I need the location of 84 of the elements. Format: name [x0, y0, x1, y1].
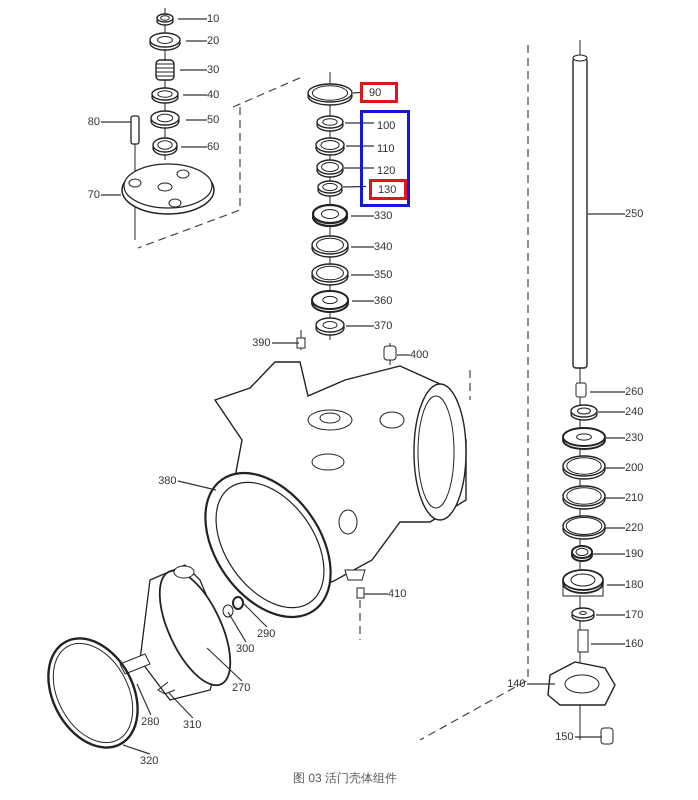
leader-line — [352, 92, 360, 94]
leader-line — [345, 122, 374, 124]
leader-line — [605, 467, 625, 469]
callout-number: 120 — [377, 164, 397, 178]
leader-line — [527, 683, 555, 685]
leader-line — [242, 602, 268, 628]
callout-number: 350 — [374, 268, 394, 282]
leader-line — [588, 213, 625, 215]
leader-line — [168, 692, 194, 718]
callout-number: 370 — [374, 319, 394, 333]
callout-number: 30 — [207, 63, 220, 77]
leader-line — [397, 354, 410, 356]
leader-line — [344, 167, 374, 169]
leader-line — [101, 194, 121, 196]
callout-number: 190 — [625, 547, 645, 561]
highlighted-callout-number: 90 — [360, 82, 398, 103]
callout-number: 290 — [257, 627, 277, 641]
callout-number: 260 — [625, 385, 645, 399]
leader-line — [605, 527, 625, 529]
leader-line — [181, 146, 207, 148]
leader-line — [101, 121, 131, 123]
leader-line — [596, 614, 625, 616]
callout-number: 210 — [625, 491, 645, 505]
leader-line — [183, 94, 207, 96]
highlight-frame — [360, 110, 410, 207]
leader-line — [575, 736, 602, 738]
callout-number: 110 — [377, 142, 397, 156]
leader-line — [180, 69, 207, 71]
callout-number: 20 — [207, 34, 220, 48]
leader-line — [227, 612, 246, 642]
callout-number: 200 — [625, 461, 645, 475]
leader-line — [606, 437, 625, 439]
callout-number: 380 — [158, 474, 178, 488]
callout-number: 230 — [625, 431, 645, 445]
callout-number: 390 — [252, 336, 272, 350]
callout-number: 170 — [625, 608, 645, 622]
callout-number: 400 — [410, 348, 430, 362]
leader-line — [346, 325, 374, 327]
leader-line — [364, 593, 388, 595]
leader-line — [206, 648, 242, 682]
callout-number: 330 — [374, 209, 394, 223]
leader-line — [178, 480, 216, 491]
leader-line — [598, 411, 625, 413]
callout-number: 240 — [625, 405, 645, 419]
callout-number: 140 — [507, 677, 527, 691]
callout-number: 360 — [374, 294, 394, 308]
leader-line — [591, 643, 625, 645]
callout-number: 410 — [388, 587, 408, 601]
leader-line — [136, 684, 152, 716]
callout-number: 60 — [207, 140, 220, 154]
highlighted-callout-number: 130 — [369, 179, 407, 200]
leader-line — [590, 391, 625, 393]
leader-line — [351, 215, 374, 217]
callout-number: 40 — [207, 88, 220, 102]
leader-line — [346, 145, 374, 147]
leader-line — [607, 584, 625, 586]
leader-line — [593, 553, 625, 555]
callout-number: 50 — [207, 113, 220, 127]
leader-line — [122, 744, 150, 755]
callout-number: 150 — [555, 730, 575, 744]
leader-line — [272, 342, 299, 344]
leader-line — [605, 497, 625, 499]
leader-line — [342, 186, 366, 188]
callout-number: 310 — [183, 718, 203, 732]
callout-number: 100 — [377, 119, 397, 133]
callout-number: 300 — [236, 642, 256, 656]
leader-line — [351, 246, 374, 248]
leader-line — [186, 40, 207, 42]
leader-line — [186, 119, 207, 121]
callout-number: 180 — [625, 578, 645, 592]
callout-number: 250 — [625, 207, 645, 221]
callout-number: 10 — [207, 12, 220, 26]
leader-line — [352, 300, 374, 302]
leader-line — [351, 274, 374, 276]
callout-number: 80 — [88, 115, 101, 129]
callout-number: 340 — [374, 240, 394, 254]
leader-line — [178, 18, 207, 20]
callout-number: 160 — [625, 637, 645, 651]
callout-number: 270 — [232, 681, 252, 695]
callout-number: 70 — [88, 188, 101, 202]
callout-number: 220 — [625, 521, 645, 535]
callout-number: 320 — [140, 754, 160, 768]
figure-caption: 图 03 活门壳体组件 — [293, 770, 398, 787]
callout-number: 280 — [141, 715, 161, 729]
